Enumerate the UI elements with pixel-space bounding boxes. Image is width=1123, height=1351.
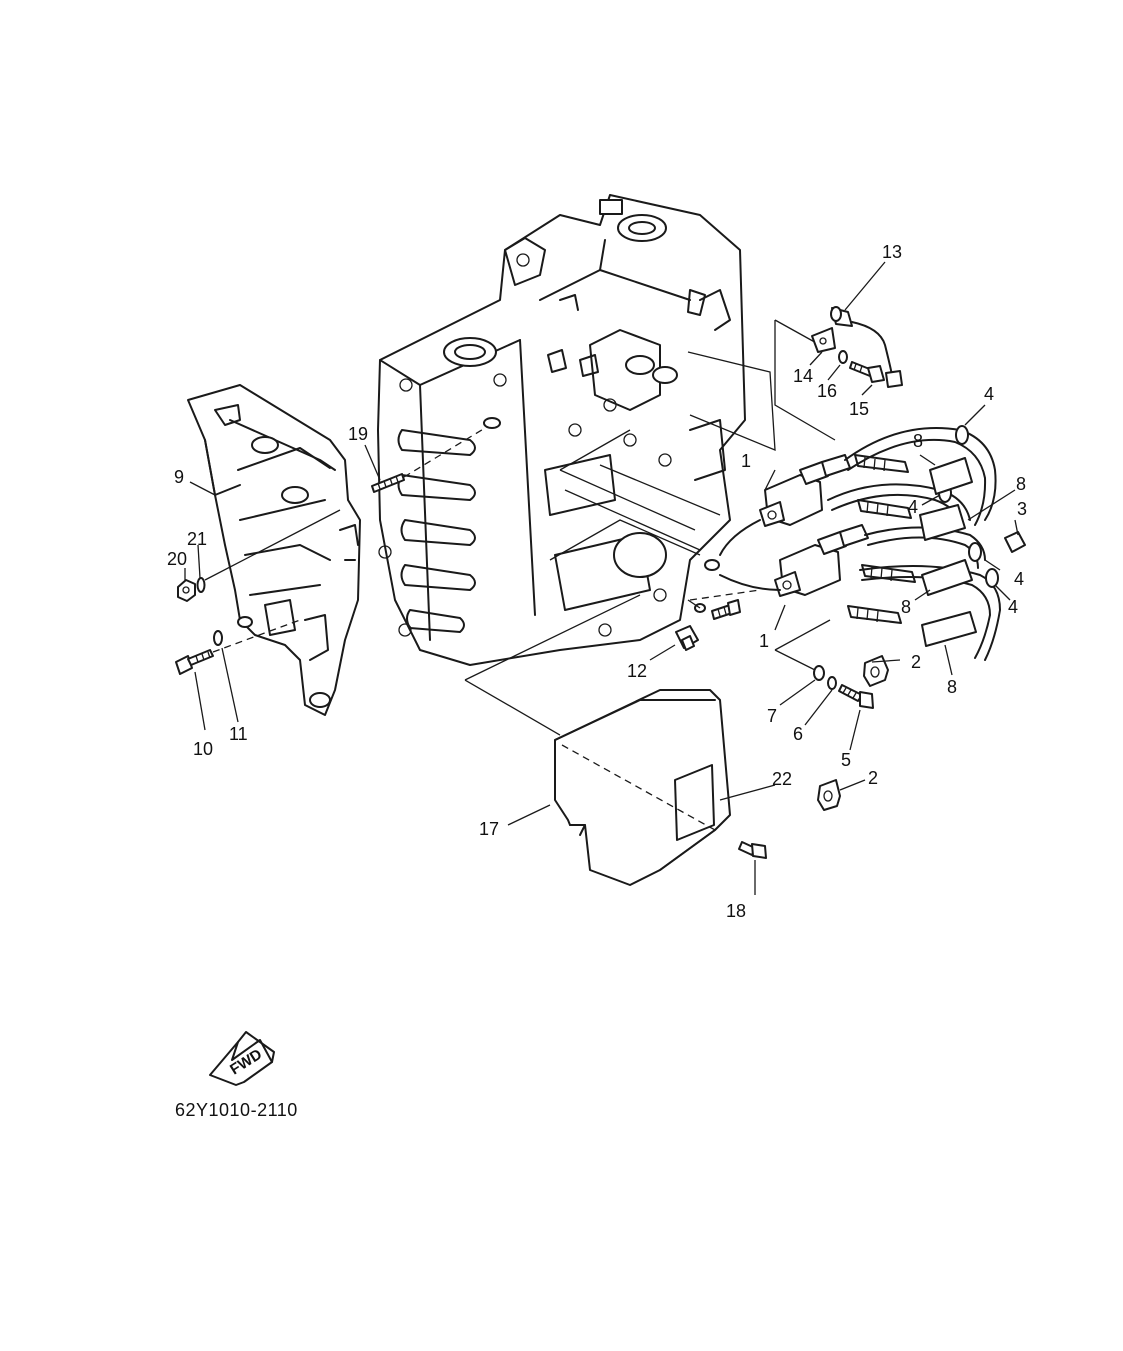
callout-17: 17 (479, 819, 499, 839)
clip-2-lower (817, 779, 841, 811)
callout-6: 6 (793, 724, 803, 744)
stud-19 (371, 417, 501, 493)
callout-numbers: 1 1 2 2 3 4 4 4 4 5 6 7 8 8 8 8 9 10 11 … (167, 242, 1027, 921)
callout-8: 8 (901, 597, 911, 617)
callout-8: 8 (947, 677, 957, 697)
engine-block (377, 194, 746, 666)
thermoswitch-12 (675, 625, 699, 651)
callout-21: 21 (187, 529, 207, 549)
bolt-15 (849, 361, 885, 383)
callout-4: 4 (984, 384, 994, 404)
callout-11: 11 (229, 724, 248, 744)
callout-20: 20 (167, 549, 187, 569)
callout-leaders (184, 261, 1019, 895)
callout-15: 15 (849, 399, 869, 419)
bolt-5 (838, 684, 874, 709)
fwd-arrow-icon: FWD (209, 1031, 275, 1086)
callout-8: 8 (913, 431, 923, 451)
callout-19: 19 (348, 424, 368, 444)
bolt-10 (175, 649, 214, 675)
callout-4: 4 (1008, 597, 1018, 617)
callout-22: 22 (772, 769, 792, 789)
clamp-3 (1004, 531, 1026, 553)
sensor-13 (830, 306, 903, 388)
washer-7 (813, 665, 825, 681)
diagram-code: 62Y1010-2110 (175, 1100, 298, 1120)
ignition-coil-lower (774, 524, 869, 597)
callout-4: 4 (908, 497, 918, 517)
plug-caps-8 (919, 457, 977, 647)
washer-21 (196, 577, 206, 593)
callout-3: 3 (1017, 499, 1027, 519)
callout-9: 9 (174, 467, 184, 487)
callout-1: 1 (741, 451, 751, 471)
callout-2: 2 (868, 768, 878, 788)
callout-12: 12 (627, 661, 647, 681)
callout-8: 8 (1016, 474, 1026, 494)
clip-2-upper (863, 655, 889, 687)
nut-20 (177, 579, 196, 602)
label-22 (674, 764, 715, 841)
washer-6 (827, 676, 837, 690)
plate-14 (811, 327, 836, 353)
washer-11 (213, 630, 223, 646)
callout-18: 18 (726, 901, 746, 921)
callout-10: 10 (193, 739, 213, 759)
callout-16: 16 (817, 381, 837, 401)
callout-2: 2 (911, 652, 921, 672)
callout-13: 13 (882, 242, 902, 262)
callout-1: 1 (759, 631, 769, 651)
bolt-18 (738, 841, 767, 859)
callout-14: 14 (793, 366, 813, 386)
bracket-9 (187, 384, 361, 716)
washer-16 (838, 350, 848, 364)
cover-17 (554, 689, 731, 886)
callout-4: 4 (1014, 569, 1024, 589)
callout-7: 7 (767, 706, 777, 726)
ignition-coil-upper (759, 454, 851, 527)
callout-5: 5 (841, 750, 851, 770)
